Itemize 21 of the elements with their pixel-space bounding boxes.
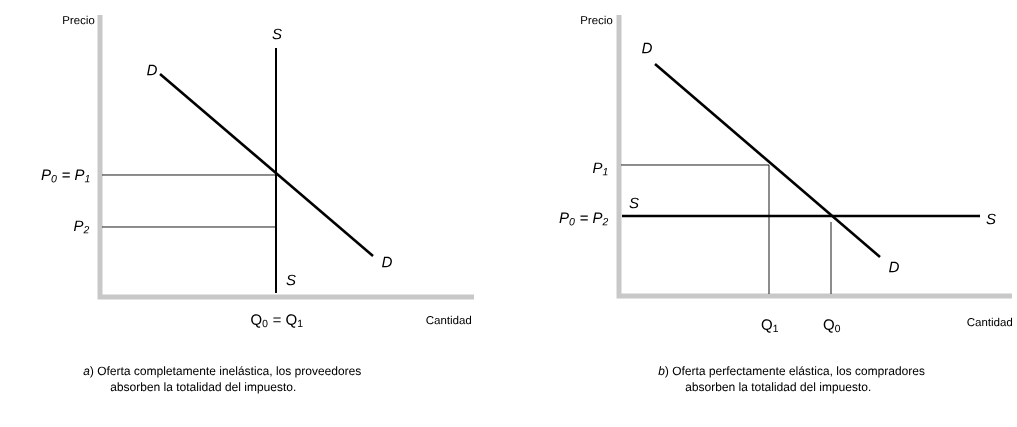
curve-label: D [889,261,899,273]
figure-caption: a) Oferta completamente inelástica, los proveedores absorben la totalidad del impuesto. [83,366,361,394]
curve-label: S [272,28,282,40]
axis-title: Precio [581,15,613,25]
curve-label: D [642,42,652,54]
quantity-label: Q$_{0}$ = Q$_{1}$ [251,314,303,328]
price-label: P$_{0}$ = P$_{2}$ [559,212,609,226]
curve-label: S [629,197,639,209]
quantity-label: Q$_{1}$ [761,319,778,333]
price-label: P$_{0}$ = P$_{1}$ [41,169,90,183]
curve-label: D [147,64,157,76]
price-label: P$_{1}$ [592,162,608,176]
quantity-label: Q$_{0}$ [823,319,841,333]
axis-title: Precio [63,15,95,25]
price-label: P$_{2}$ [73,220,90,234]
curve-label: S [286,274,296,286]
figure-caption: b) Oferta perfectamente elástica, los compradores absorben la totalidad del impuesto. [658,366,925,394]
axis-title: Cantidad [426,315,472,325]
curve-label: S [986,213,996,225]
axis-title: Cantidad [967,317,1013,327]
curve-label: D [382,256,392,268]
